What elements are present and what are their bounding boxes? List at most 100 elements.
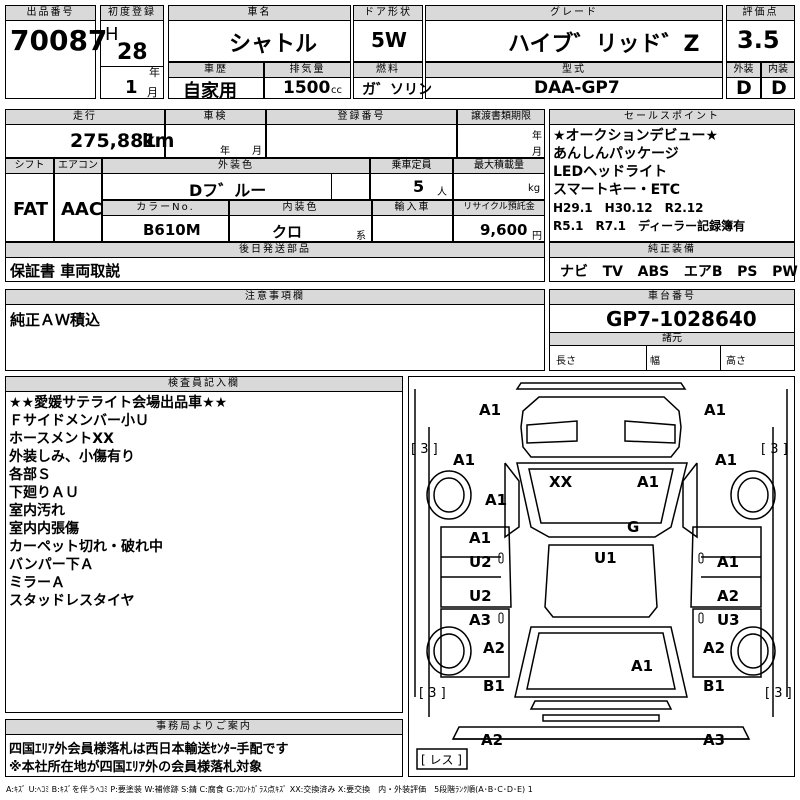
damage-mark: A2 (481, 731, 503, 749)
inspector-line: 室内内張傷 (9, 521, 79, 537)
inspector-line: ミラーＡ (9, 575, 65, 591)
ac-label: エアコン (55, 159, 101, 174)
capacity-label: 乗車定員 (371, 159, 452, 174)
fuel-label: 燃料 (354, 63, 422, 78)
transfer-box: 譲渡書類期限 年 月 (457, 109, 545, 158)
grade: ハイブ゛リッド゛Z (508, 32, 700, 57)
damage-mark: A1 (717, 553, 739, 571)
shift-label: シフト (6, 159, 53, 174)
cap-unit: 人 (437, 187, 447, 198)
panel-count-bracket: [ 3 ] (765, 686, 792, 701)
sales-line: H29.1 H30.12 R2.12 (553, 201, 704, 215)
displacement: 1500 (283, 78, 331, 98)
import-box: 輸入車 (372, 200, 453, 242)
spec-width: 幅 (650, 356, 660, 367)
ac: AAC (61, 199, 103, 220)
equip-item: TV (602, 264, 624, 280)
damage-mark: A2 (703, 639, 725, 657)
color-label: 外装色 (103, 159, 369, 174)
damage-mark: B1 (483, 677, 505, 695)
color: Dフ゛ルー (189, 181, 267, 200)
damage-mark: A1 (637, 473, 659, 491)
damage-mark: A1 (485, 491, 507, 509)
fuel-box: 燃料 ガ゛ソリン (353, 62, 432, 99)
reg-year: 28 (117, 40, 148, 65)
shift: FAT (13, 199, 49, 220)
import-label: 輸入車 (373, 201, 452, 216)
sales-line: スマートキー・ETC (553, 182, 680, 198)
color-no-box: カラーNo. B610M (102, 200, 229, 242)
car-name: シャトル (229, 32, 318, 57)
front-left-wheel (426, 470, 472, 520)
spec-label: 諸元 (550, 332, 794, 346)
rear-left-wheel (426, 626, 472, 676)
notes-label: 注意事項欄 (6, 290, 544, 305)
mileage-box: 走行 275,881 km (5, 109, 174, 158)
int-color-label: 内装色 (230, 201, 371, 216)
front-bumper-shape (515, 382, 687, 390)
office-label: 事務局よりご案内 (6, 720, 402, 735)
equip-item: ABS (637, 264, 670, 280)
grade-label: グレード (426, 6, 722, 21)
lot-label: 出品番号 (6, 6, 95, 21)
spec-length: 長さ (556, 356, 576, 367)
roof-shape (544, 544, 658, 618)
score-label: 評価点 (727, 6, 794, 21)
lot-number: 70087 (10, 24, 108, 57)
damage-mark: U2 (469, 553, 492, 571)
chassis-box: 車台番号 GP7-1028640 諸元 長さ 幅 高さ (549, 289, 795, 371)
int-color: クロ (272, 223, 303, 241)
damage-mark: U1 (594, 549, 617, 567)
sales-line: あんしんパッケージ (553, 146, 679, 162)
inspector-line: スタッドレスタイヤ (9, 593, 135, 609)
inspection-label: 車検 (166, 110, 265, 125)
panel-count-bracket: [ 3 ] (411, 442, 438, 457)
inspector-lines: ★★愛媛サテライト会場出品車★★ Ｆサイドメンバー小Ｕ ホースメントXX 外装し… (9, 394, 227, 610)
model-box: 型式 DAA-GP7 (425, 62, 723, 99)
int-label: 内装 (762, 63, 794, 78)
load-unit: kg (528, 183, 541, 194)
damage-mark: U2 (469, 587, 492, 605)
insp-month-unit: 月 (252, 146, 262, 157)
model: DAA-GP7 (534, 78, 620, 98)
model-label: 型式 (426, 63, 722, 78)
int-color-box: 内装色 クロ 系 (229, 200, 372, 242)
score-box: 評価点 3.5 (726, 5, 795, 62)
color-no: B610M (143, 221, 201, 239)
mileage-unit: km (142, 130, 175, 152)
reg-number-label: 登録番号 (267, 110, 456, 125)
equip-item: PS (737, 264, 758, 280)
int-box: 内装 D (761, 62, 795, 99)
later-box: 後日発送部品 保証書 車両取説 (5, 242, 545, 282)
door-label: ドア形状 (354, 6, 422, 21)
inspector-line: Ｆサイドメンバー小Ｕ (9, 413, 149, 429)
grade-box: グレード ハイブ゛リッド゛Z (425, 5, 723, 62)
damage-mark: A1 (453, 451, 475, 469)
inspector-line: バンパー下Ａ (9, 557, 94, 573)
right-door-shape (690, 526, 762, 608)
damage-mark: A3 (703, 731, 725, 749)
disp-label: 排気量 (265, 63, 350, 78)
mileage-label: 走行 (6, 110, 164, 125)
later-label: 後日発送部品 (6, 243, 544, 258)
chassis-number: GP7-1028640 (606, 307, 757, 331)
door-type: 5W (371, 28, 407, 52)
ext-label: 外装 (727, 63, 760, 78)
office-line: 四国ｴﾘｱ外会員様落札は西日本輸送ｾﾝﾀｰ手配です (9, 742, 289, 757)
hood-shape (520, 396, 682, 458)
sales-lines: ★オークションデビュー★ あんしんパッケージ LEDヘッドライト スマートキー・… (553, 127, 745, 235)
damage-mark: U3 (717, 611, 740, 629)
damage-mark: A1 (704, 401, 726, 419)
inspector-line: 外装しみ、小傷有り (9, 449, 135, 465)
era: H (105, 24, 119, 45)
later-parts: 保証書 車両取説 (10, 262, 121, 280)
damage-mark: G (627, 518, 639, 536)
trans-month-unit: 月 (532, 147, 542, 158)
color-box: 外装色 Dフ゛ルー (102, 158, 370, 200)
panel-count-bracket: [ 3 ] (419, 686, 446, 701)
sales-label: セールスポイント (550, 110, 794, 125)
damage-mark: B1 (703, 677, 725, 695)
insp-year-unit: 年 (220, 146, 230, 157)
sales-line: ★オークションデビュー★ (553, 128, 719, 144)
